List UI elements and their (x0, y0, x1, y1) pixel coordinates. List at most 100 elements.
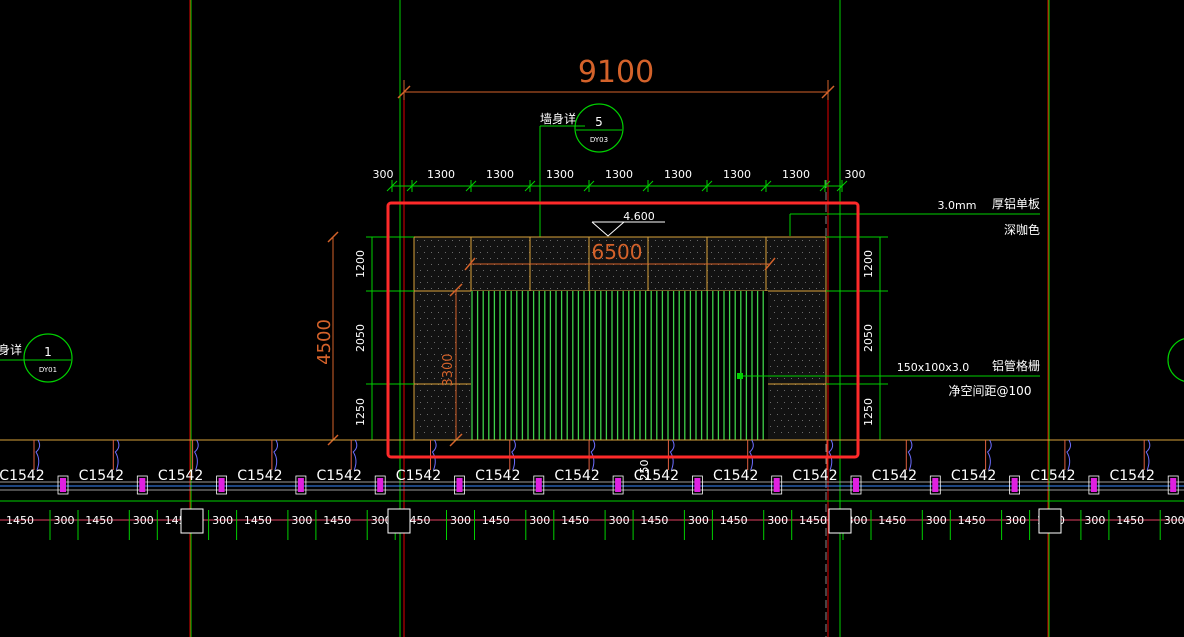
texture-dot (438, 408, 439, 409)
texture-dot (630, 270, 631, 271)
texture-dot (798, 390, 799, 391)
texture-dot (546, 246, 547, 247)
texture-dot (795, 264, 796, 265)
texture-dot (445, 324, 446, 325)
texture-dot (445, 348, 446, 349)
texture-dot (777, 366, 778, 367)
texture-dot (798, 402, 799, 403)
texture-dot (469, 294, 470, 295)
texture-dot (760, 276, 761, 277)
texture-dot (550, 240, 551, 241)
column-post (456, 478, 463, 492)
hatch-scribble (1066, 439, 1071, 471)
texture-dot (669, 240, 670, 241)
texture-dot (501, 252, 502, 253)
texture-dot (676, 276, 677, 277)
texture-dot (774, 276, 775, 277)
texture-dot (809, 276, 810, 277)
texture-dot (445, 372, 446, 373)
texture-dot (812, 246, 813, 247)
texture-dot (798, 258, 799, 259)
bottom-dimension: 300 (609, 514, 630, 527)
texture-dot (417, 432, 418, 433)
texture-dot (791, 330, 792, 331)
left-segment-1: 2050 (354, 324, 367, 352)
texture-dot (609, 282, 610, 283)
texture-dot (441, 426, 442, 427)
texture-dot (606, 240, 607, 241)
texture-dot (438, 312, 439, 313)
texture-dot (431, 264, 432, 265)
bottom-dimension: 1450 (720, 514, 748, 527)
left-circle-number: 1 (44, 345, 52, 359)
texture-dot (756, 258, 757, 259)
texture-dot (438, 288, 439, 289)
texture-dot (448, 414, 449, 415)
texture-dot (452, 324, 453, 325)
texture-dot (805, 258, 806, 259)
texture-dot (490, 246, 491, 247)
texture-dot (504, 270, 505, 271)
texture-dot (487, 288, 488, 289)
texture-dot (592, 240, 593, 241)
texture-dot (424, 324, 425, 325)
texture-dot (774, 360, 775, 361)
texture-dot (487, 252, 488, 253)
texture-dot (438, 276, 439, 277)
texture-dot (536, 252, 537, 253)
texture-dot (497, 282, 498, 283)
panel-thickness-text: 3.0mm (938, 199, 977, 212)
texture-dot (627, 240, 628, 241)
texture-dot (672, 258, 673, 259)
texture-dot (560, 282, 561, 283)
texture-dot (788, 312, 789, 313)
detail-circle-icon[interactable] (574, 103, 624, 153)
texture-dot (431, 336, 432, 337)
detail-circle-icon[interactable] (23, 333, 73, 383)
texture-dot (459, 300, 460, 301)
texture-dot (802, 312, 803, 313)
texture-dot (560, 246, 561, 247)
texture-dot (791, 414, 792, 415)
texture-dot (760, 252, 761, 253)
texture-dot (711, 240, 712, 241)
window-tag: C1542 (1109, 468, 1154, 484)
texture-dot (427, 258, 428, 259)
texture-dot (760, 240, 761, 241)
texture-dot (515, 252, 516, 253)
texture-dot (459, 432, 460, 433)
texture-dot (417, 360, 418, 361)
texture-dot (452, 408, 453, 409)
column-outline (929, 475, 941, 495)
texture-dot (438, 324, 439, 325)
texture-dot (634, 288, 635, 289)
texture-dot (816, 336, 817, 337)
texture-dot (798, 294, 799, 295)
texture-dot (739, 252, 740, 253)
texture-dot (756, 282, 757, 283)
texture-dot (606, 252, 607, 253)
hatch-scribble (114, 439, 120, 471)
bottom-dimension: 300 (926, 514, 947, 527)
texture-dot (445, 276, 446, 277)
texture-dot (781, 360, 782, 361)
highlight-selection-box[interactable] (386, 201, 860, 459)
panel-material-text: 厚铝单板 (992, 196, 1040, 211)
texture-dot (420, 366, 421, 367)
window-tag: C1542 (79, 468, 124, 484)
texture-dot (802, 288, 803, 289)
texture-dot (798, 414, 799, 415)
bottom-dimension: 1450 (6, 514, 34, 527)
texture-dot (742, 246, 743, 247)
top-segment-dimensions: 300 1300 1300 1300 1300 1300 1300 1300 3… (373, 168, 866, 192)
texture-dot (427, 282, 428, 283)
texture-dot (774, 348, 775, 349)
texture-dot (466, 252, 467, 253)
texture-dot (459, 420, 460, 421)
texture-dot (459, 372, 460, 373)
texture-dot (417, 420, 418, 421)
texture-dot (431, 372, 432, 373)
texture-dot (651, 246, 652, 247)
